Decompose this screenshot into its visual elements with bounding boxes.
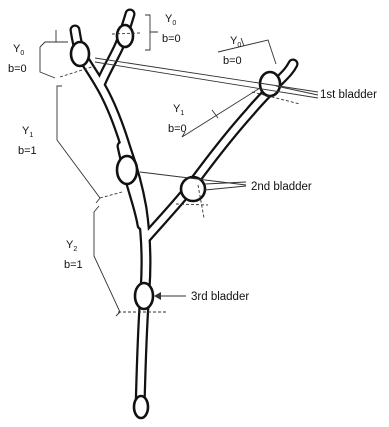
- svg-text:b=0: b=0: [8, 63, 27, 75]
- label-y0-top: Y0 b=0: [162, 13, 181, 45]
- svg-text:Y2: Y2: [66, 239, 77, 253]
- bladder-bottom: [134, 396, 148, 418]
- svg-text:b=0: b=0: [168, 123, 187, 135]
- svg-text:Y1: Y1: [173, 103, 184, 117]
- svg-text:Y0: Y0: [230, 35, 241, 49]
- bladder-second-left: [117, 156, 137, 184]
- label-y0-left: Y0 b=0: [8, 43, 27, 75]
- label-second-bladder: 2nd bladder: [251, 181, 312, 193]
- bladder-third: [135, 283, 153, 309]
- bladder-top-middle: [117, 25, 133, 47]
- plant-stems: [75, 14, 293, 410]
- label-first-bladder: 1st bladder: [320, 89, 377, 101]
- svg-text:Y1: Y1: [22, 125, 33, 139]
- label-y2-left: Y2 b=1: [64, 239, 83, 271]
- bladder-top-left: [71, 42, 89, 66]
- label-y1-right: Y1 b=0: [168, 103, 187, 135]
- svg-text:b=0: b=0: [223, 55, 242, 67]
- svg-text:b=1: b=1: [18, 145, 37, 157]
- label-y1-left: Y1 b=1: [18, 125, 37, 157]
- label-y0-right: Y0 b=0: [223, 35, 242, 67]
- svg-text:b=1: b=1: [64, 259, 83, 271]
- main-stem: [75, 30, 146, 410]
- svg-text:Y0: Y0: [165, 13, 176, 27]
- svg-text:Y0: Y0: [13, 43, 24, 57]
- label-third-bladder: 3rd bladder: [191, 291, 249, 303]
- bladder-second-right: [181, 177, 205, 201]
- svg-text:b=0: b=0: [162, 33, 181, 45]
